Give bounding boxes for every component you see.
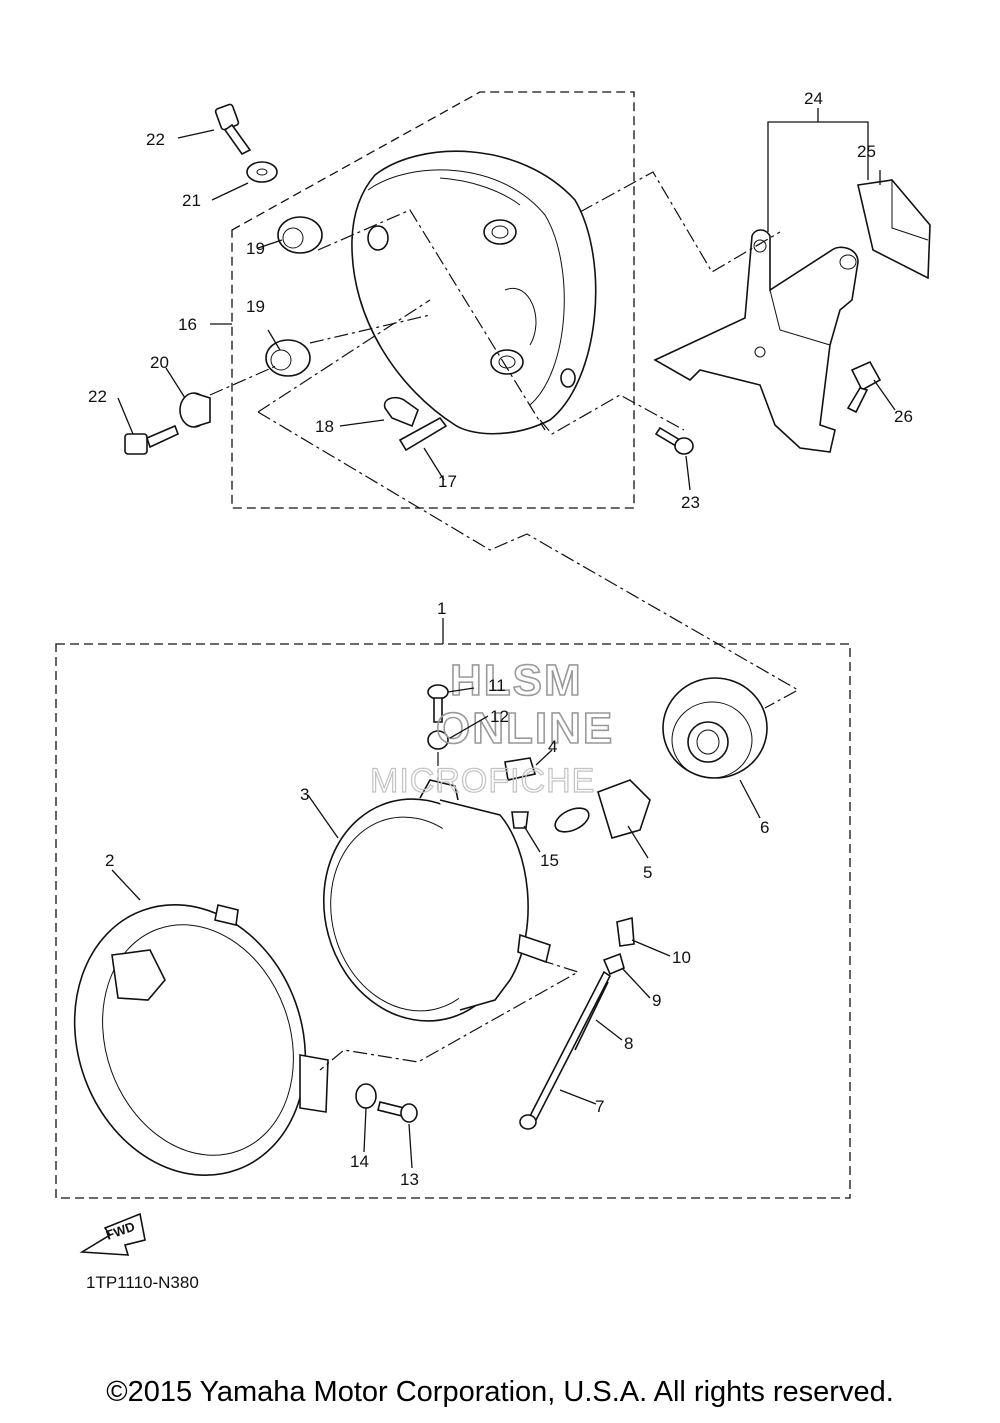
grommet-19-upper [277, 216, 323, 254]
plate-25 [857, 179, 931, 280]
washer-21 [246, 161, 278, 183]
nut-4 [504, 757, 537, 781]
callout-19-lower: 19 [246, 297, 265, 316]
bracket-24 [653, 229, 859, 453]
callout-22-lower: 22 [88, 387, 107, 406]
headlight-housing [351, 150, 597, 435]
callout-23: 23 [681, 493, 700, 512]
bolt-22-upper [214, 103, 252, 156]
callout-22-upper: 22 [146, 130, 165, 149]
callouts: 1 2 3 4 5 6 7 8 9 10 11 12 13 14 15 16 1… [88, 89, 913, 1189]
nut-9 [602, 952, 625, 976]
screw-13 [377, 1101, 418, 1123]
group-box-1 [55, 643, 851, 1199]
headlight-rim [73, 903, 329, 1177]
bulb [554, 779, 651, 839]
watermark-line-1: HLSM [450, 656, 583, 705]
assembly-line-housing [257, 299, 800, 709]
callout-19-upper: 19 [246, 239, 265, 258]
callout-16: 16 [178, 315, 197, 334]
callout-25: 25 [857, 142, 876, 161]
copyright-notice: ©2015 Yamaha Motor Corporation, U.S.A. A… [106, 1376, 894, 1408]
callout-17: 17 [438, 472, 457, 491]
callout-20: 20 [150, 353, 169, 372]
bolt-26 [846, 360, 882, 414]
callout-5: 5 [643, 863, 652, 882]
adjust-screw-7 [519, 970, 612, 1130]
callout-15: 15 [540, 851, 559, 870]
watermark: HLSM ONLINE MICROFICHE [369, 655, 614, 800]
bulb-cover [662, 677, 768, 779]
callout-26: 26 [894, 407, 913, 426]
callout-7: 7 [595, 1097, 604, 1116]
screw-23 [654, 426, 694, 455]
collar-20 [179, 392, 211, 428]
drawing-code: 1TP1110-N380 [86, 1273, 199, 1292]
grommet-14 [355, 1083, 377, 1109]
callout-8: 8 [624, 1034, 633, 1053]
spring-8 [574, 981, 609, 1051]
callout-18: 18 [315, 417, 334, 436]
callout-21: 21 [182, 191, 201, 210]
callout-14: 14 [350, 1152, 369, 1171]
callout-2: 2 [105, 851, 114, 870]
callout-11: 11 [488, 676, 506, 695]
callout-3: 3 [300, 785, 309, 804]
callout-10: 10 [672, 948, 691, 967]
callout-12: 12 [490, 707, 509, 726]
grommet-15 [511, 811, 529, 829]
watermark-line-3: MICROFICHE [370, 762, 595, 800]
group-box-16 [231, 91, 635, 509]
callout-24: 24 [804, 89, 823, 108]
callout-6: 6 [760, 818, 769, 837]
callout-1: 1 [437, 599, 446, 618]
washer-12 [427, 730, 449, 750]
cap-10 [616, 916, 635, 947]
clip-18 [383, 396, 419, 428]
bolt-22-lower [124, 424, 180, 455]
callout-9: 9 [652, 991, 661, 1010]
forward-arrow: FWD [79, 1212, 146, 1256]
callout-4: 4 [548, 737, 557, 756]
grommet-19-lower [265, 339, 311, 377]
watermark-line-2: ONLINE [436, 704, 614, 753]
headlight-unit [322, 779, 551, 1022]
callout-13: 13 [400, 1170, 419, 1189]
clip-17 [398, 416, 448, 452]
